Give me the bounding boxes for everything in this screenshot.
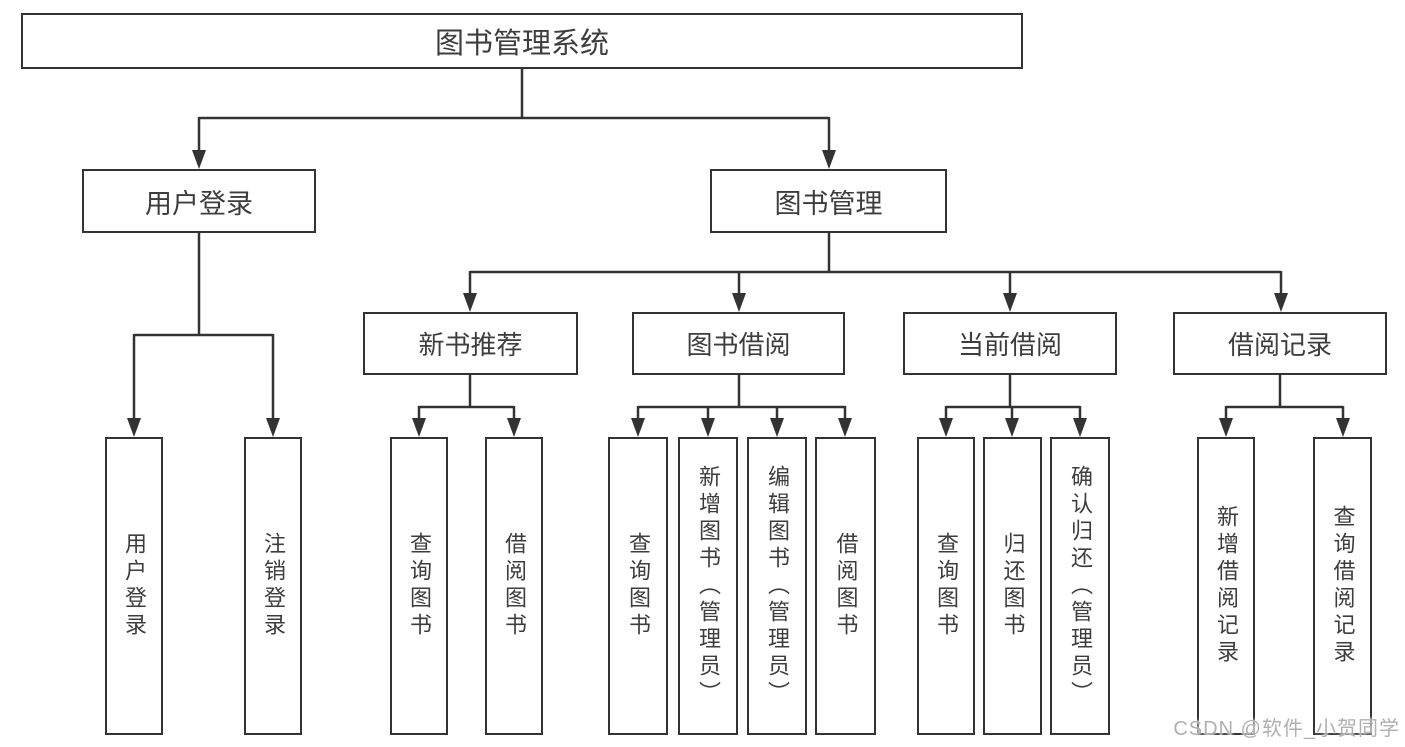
node-label: 归还图书 [1000,532,1026,640]
node-label: 查询图书 [934,532,959,640]
node-label: 新增借阅记录 [1214,505,1239,667]
node-book-borrow: 图书借阅 [632,312,845,375]
node-label: 图书借阅 [686,330,791,360]
node-new-book-recommend: 新书推荐 [363,312,578,375]
connector-book-borrow [631,375,852,437]
connector-current-borrow [939,375,1087,437]
node-label: 用户登录 [122,532,147,640]
node-label: 新书推荐 [418,330,523,360]
leaf-add-borrow-record: 新增借阅记录 [1197,437,1255,735]
node-book-management: 图书管理 [710,169,947,233]
node-user-login: 用户登录 [82,169,316,233]
node-label: 查询图书 [626,532,651,640]
connector-root [192,69,836,169]
node-label: 查询借阅记录 [1330,505,1356,667]
node-label: 图书管理 [774,188,883,219]
connector-book-management [463,233,1288,312]
node-borrow-record: 借阅记录 [1173,312,1387,375]
leaf-return-book: 归还图书 [983,437,1042,735]
node-label: 查询图书 [407,532,432,640]
leaf-edit-book-admin: 编辑图书（管理员） [747,437,807,735]
leaf-add-book-admin: 新增图书（管理员） [678,437,738,735]
leaf-confirm-return-admin: 确认归还（管理员） [1050,437,1110,735]
node-current-borrow: 当前借阅 [903,312,1117,375]
node-label: 借阅图书 [502,532,527,640]
node-label: 用户登录 [145,188,253,219]
node-label: 确认归还（管理员） [1068,464,1093,708]
connector-new-book-recommend [412,375,521,437]
leaf-logout-login: 注销登录 [244,437,302,735]
node-label: 借阅记录 [1227,330,1332,360]
leaf-query-borrow-record: 查询借阅记录 [1313,437,1372,735]
node-label: 新增图书（管理员） [696,464,721,708]
leaf-query-book-borrow: 查询图书 [608,437,668,735]
leaf-borrow-book-recommend: 借阅图书 [485,437,543,735]
leaf-borrow-book: 借阅图书 [815,437,876,735]
connector-borrow-record [1219,375,1350,437]
leaf-query-book-recommend: 查询图书 [390,437,448,735]
node-label: 借阅图书 [833,532,859,640]
node-label: 图书管理系统 [434,28,609,60]
connector-user-login [127,233,280,437]
node-library-management-system: 图书管理系统 [21,13,1023,69]
csdn-watermark: CSDN @软件_小贺同学 [1173,718,1400,740]
node-label: 当前借阅 [957,330,1062,360]
leaf-user-login: 用户登录 [105,437,163,735]
leaf-query-book-current: 查询图书 [917,437,975,735]
node-label: 编辑图书（管理员） [765,464,790,708]
node-label: 注销登录 [261,532,286,640]
